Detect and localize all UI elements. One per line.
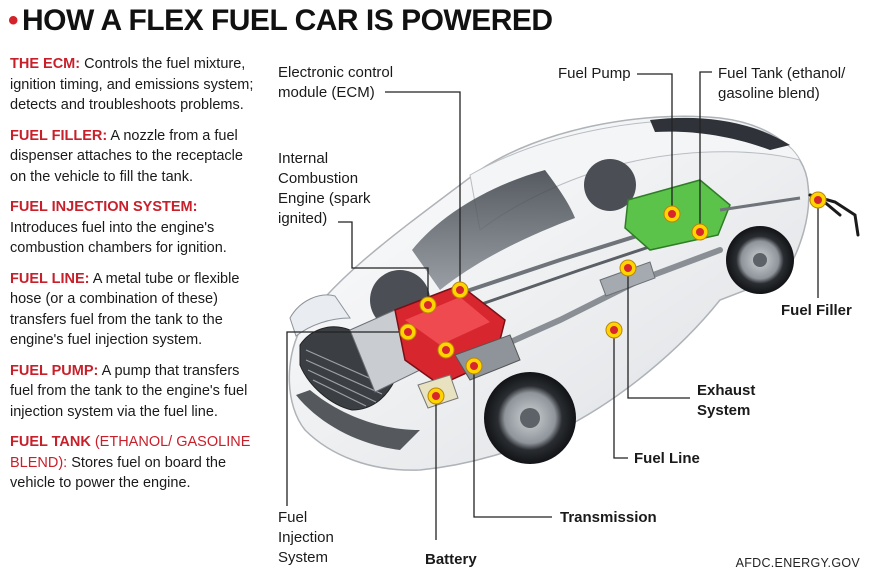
- definition-text: Introduces fuel into the engine's combus…: [10, 219, 227, 257]
- label-line: System: [278, 549, 329, 566]
- label-fuel-injection: Fuel Injection System: [278, 508, 334, 568]
- definition-text: Controls the fuel mixture, ignition timi…: [10, 56, 254, 113]
- definition-term: FUEL LINE:: [10, 270, 90, 287]
- definition-fuel-pump: FUEL PUMP: A pump that transfers fuel fr…: [10, 361, 258, 423]
- label-fuel-filler: Fuel Filler: [781, 301, 852, 321]
- label-fuel-line: Fuel Line: [634, 449, 700, 469]
- marker-fuel-line: [605, 321, 623, 339]
- source-credit: AFDC.ENERGY.GOV: [735, 556, 860, 570]
- marker-transmission: [465, 357, 483, 375]
- leader-ecm: [385, 91, 461, 288]
- label-ice: Internal Combustion Engine (spark ignite…: [278, 149, 371, 229]
- label-line: System: [697, 402, 751, 419]
- definition-fuel-injection: FUEL INJECTION SYSTEM: Introduces fuel i…: [10, 197, 258, 259]
- label-battery: Battery: [425, 550, 477, 570]
- leader-fuel-injection: [286, 331, 408, 506]
- definition-text: A pump that transfers fuel from the tank…: [10, 362, 248, 420]
- title-bullet: •: [8, 4, 19, 37]
- label-line: Fuel Tank (ethanol/: [718, 65, 846, 82]
- label-line: Fuel: [278, 509, 308, 526]
- label-fuel-pump: Fuel Pump: [558, 64, 631, 84]
- definition-fuel-tank: FUEL TANK (ETHANOL/ GASOLINE BLEND): Sto…: [10, 432, 258, 494]
- definition-ecm: THE ECM: Controls the fuel mixture, igni…: [10, 54, 258, 116]
- label-fuel-tank: Fuel Tank (ethanol/ gasoline blend): [718, 64, 845, 104]
- marker-ice: [419, 296, 437, 314]
- label-line: Battery: [425, 551, 477, 568]
- windshield: [412, 170, 575, 290]
- leader-fuel-pump: [637, 73, 673, 213]
- headlight: [289, 294, 351, 337]
- definition-text: Stores fuel on board the vehicle to powe…: [10, 454, 227, 492]
- label-line: gasoline blend): [718, 85, 820, 102]
- definition-term: FUEL TANK: [10, 434, 91, 450]
- rear-window: [650, 117, 790, 150]
- label-line: Transmission: [560, 509, 657, 526]
- leader-fuel-line: [613, 330, 628, 459]
- label-line: Fuel Pump: [558, 65, 631, 82]
- label-line: Combustion: [278, 170, 359, 187]
- definition-term: FUEL FILLER:: [10, 127, 108, 144]
- definition-term: THE ECM:: [10, 56, 81, 72]
- marker-fuel-injection: [399, 323, 417, 341]
- marker-fuel-pump: [663, 205, 681, 223]
- marker-exhaust: [619, 259, 637, 277]
- page-title: •HOW A FLEX FUEL CAR IS POWERED: [8, 4, 553, 38]
- markers: [399, 191, 827, 405]
- label-transmission: Transmission: [560, 508, 657, 528]
- marker-fuel-filler: [809, 191, 827, 209]
- exhaust-pipe: [467, 247, 723, 363]
- car-roof: [469, 120, 801, 231]
- label-line: Fuel Line: [634, 450, 700, 467]
- definition-term: FUEL INJECTION SYSTEM:: [10, 199, 198, 215]
- label-line: module (ECM): [278, 84, 375, 101]
- filler-neck: [719, 196, 801, 212]
- engine-top: [405, 297, 490, 345]
- label-ecm: Electronic control module (ECM): [278, 63, 393, 103]
- leader-exhaust: [627, 268, 690, 399]
- front-left-hub: [520, 408, 540, 428]
- label-line: Injection: [278, 529, 334, 546]
- definition-text: A metal tube or flexible hose (or a comb…: [10, 270, 240, 349]
- definition-fuel-filler: FUEL FILLER: A nozzle from a fuel dispen…: [10, 126, 258, 188]
- definition-term: FUEL PUMP:: [10, 362, 99, 379]
- rear-right-hub: [753, 253, 767, 267]
- marker-engine: [437, 341, 455, 359]
- title-text: HOW A FLEX FUEL CAR IS POWERED: [22, 4, 553, 37]
- leader-transmission: [473, 366, 552, 518]
- label-line: Internal: [278, 150, 329, 167]
- leader-lines: [286, 71, 819, 540]
- leader-fuel-tank: [699, 71, 712, 232]
- marker-battery: [427, 387, 445, 405]
- leader-ice: [338, 221, 429, 305]
- label-line: Electronic control: [278, 64, 394, 81]
- definition-term-extra: (ETHANOL/ GASOLINE BLEND):: [10, 434, 251, 471]
- label-line: Engine (spark: [278, 190, 371, 207]
- marker-fuel-tank: [691, 223, 709, 241]
- definition-text: A nozzle from a fuel dispenser attaches …: [10, 127, 243, 185]
- definitions-list: THE ECM: Controls the fuel mixture, igni…: [10, 54, 258, 504]
- rear-left-wheel: [584, 159, 636, 211]
- label-line: Exhaust: [697, 382, 756, 399]
- label-line: Fuel Filler: [781, 302, 852, 319]
- marker-ecm: [451, 281, 469, 299]
- definition-fuel-line: FUEL LINE: A metal tube or flexible hose…: [10, 269, 258, 351]
- lower-bumper: [296, 390, 420, 450]
- label-line: ignited): [278, 210, 328, 227]
- label-exhaust: Exhaust System: [697, 381, 755, 421]
